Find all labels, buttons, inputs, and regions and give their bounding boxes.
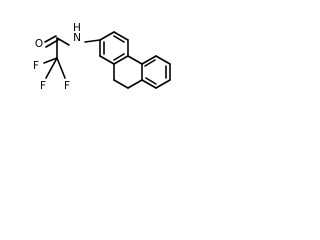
ring-a-bond-4 (113, 55, 129, 65)
dihydro-ring-b (113, 55, 143, 89)
hydrogen-label: H (73, 22, 81, 34)
ring-a-bond-2 (113, 31, 129, 41)
cf3-fluorine-bottom-bond (56, 57, 66, 79)
ring-c-double-1 (144, 59, 156, 67)
nitrogen-label: N (73, 32, 81, 44)
aromatic-ring-a (99, 31, 129, 65)
ring-c-double-3 (145, 77, 157, 85)
ring-a-bond-1 (99, 31, 115, 41)
carbonyl-double-bond-a (44, 35, 57, 43)
cf3-fluorine-top-bond (43, 57, 58, 64)
fluorine-left-label: F (40, 80, 46, 92)
oxygen-label: O (35, 38, 43, 50)
ring-a-double-1 (113, 35, 125, 43)
fluorine-bottom-label: F (64, 80, 70, 92)
ring-b-bond-3 (127, 79, 143, 89)
ring-c-bond-5 (141, 79, 157, 89)
carbonyl-nitrogen-bond (56, 37, 70, 46)
chemical-structure-diagram: O N H F F F (33, 22, 171, 92)
ring-a-bond-5 (99, 55, 115, 65)
ring-b-bond-4 (113, 79, 129, 89)
cf3-fluorine-left-bond (45, 57, 58, 79)
fluorine-top-label: F (33, 60, 39, 72)
nitrogen-ring-bond (84, 39, 101, 43)
ring-c-bond-4 (155, 79, 171, 89)
ring-c-bond-2 (155, 55, 171, 65)
carbonyl-double-bond-b (45, 39, 59, 48)
aromatic-ring-c (141, 55, 171, 89)
ring-b-bond-1 (127, 55, 143, 65)
ring-c-bond-1 (141, 55, 157, 65)
ring-a-double-2 (113, 53, 125, 61)
trifluoroacetyl-group (43, 35, 70, 79)
